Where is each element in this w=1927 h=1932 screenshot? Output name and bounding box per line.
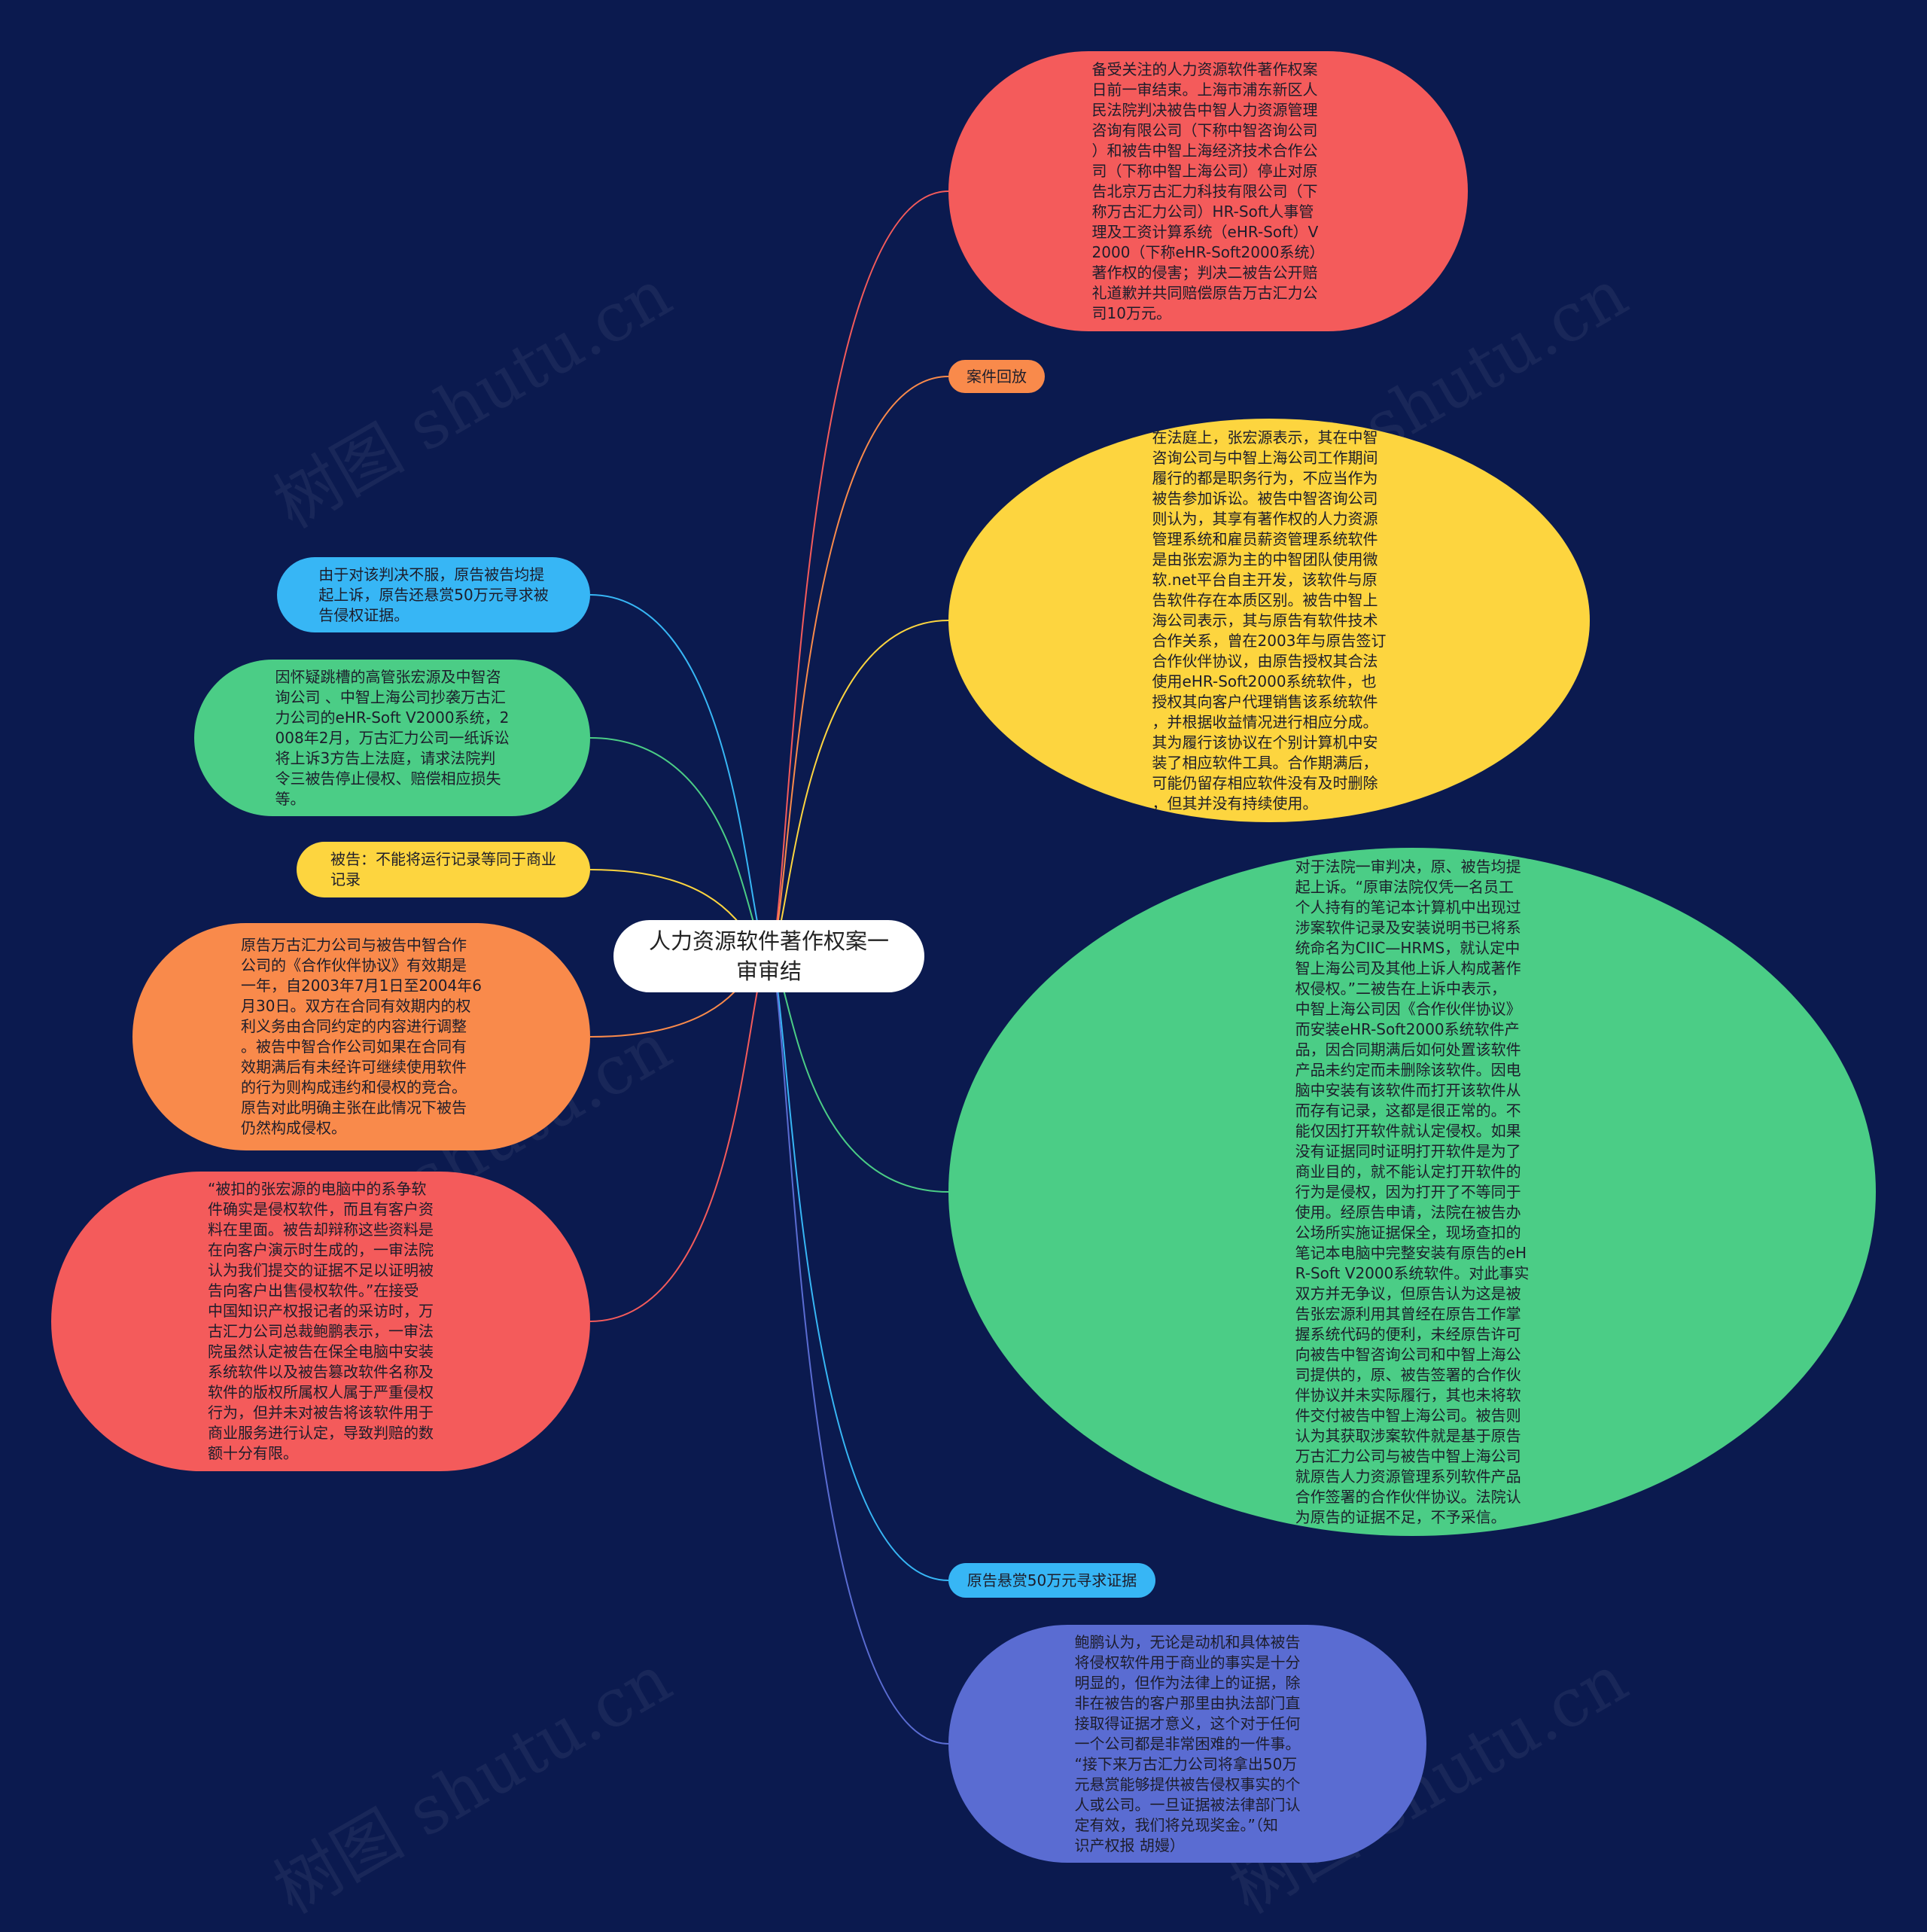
connector-line	[768, 190, 949, 957]
topic-text: 原告悬赏50万元寻求证据	[967, 1571, 1137, 1589]
connector-line	[769, 620, 949, 957]
topic-partnership-agreement[interactable]: 原告万古汇力公司与被告中智合作 公司的《合作伙伴协议》有效期是 一年，自2003…	[132, 923, 590, 1150]
topic-text: 备受关注的人力资源软件著作权案 日前一审结束。上海市浦东新区人 民法院判决被告中…	[1091, 59, 1325, 322]
topic-text: 在法庭上，张宏源表示，其在中智 咨询公司与中智上海公司工作期间 履行的都是职务行…	[1152, 428, 1387, 812]
topic-baopeng-statement[interactable]: 鲍鹏认为，无论是动机和具体被告 将侵权软件用于商业的事实是十分 明显的，但作为法…	[948, 1625, 1426, 1863]
topic-text: 被告：不能将运行记录等同于商业 记录	[330, 850, 556, 888]
topic-text: 因怀疑跳槽的高管张宏源及中智咨 询公司 、中智上海公司抄袭万古汇 力公司的eHR…	[275, 667, 510, 808]
connector-line	[768, 955, 949, 1581]
connector-line	[589, 594, 769, 957]
topic-court-defense[interactable]: 在法庭上，张宏源表示，其在中智 咨询公司与中智上海公司工作期间 履行的都是职务行…	[948, 419, 1590, 822]
root-topic-label: 人力资源软件著作权案一 审审结	[648, 928, 889, 984]
topic-text: 对于法院一审判决，原、被告均提 起上诉。“原审法院仅凭一名员工 个人持有的笔记本…	[1295, 857, 1530, 1526]
root-topic[interactable]: 人力资源软件著作权案一 审审结	[613, 920, 924, 992]
topic-case-review[interactable]: 案件回放	[948, 360, 1045, 393]
connector-line	[768, 376, 949, 957]
topic-text: 鲍鹏认为，无论是动机和具体被告 将侵权软件用于商业的事实是十分 明显的，但作为法…	[1074, 1632, 1301, 1854]
topic-text: 原告万古汇力公司与被告中智合作 公司的《合作伙伴协议》有效期是 一年，自2003…	[241, 936, 482, 1137]
topic-appeal-reward[interactable]: 由于对该判决不服，原告被告均提 起上诉，原告还悬赏50万元寻求被 告侵权证据。	[277, 557, 590, 632]
topic-lawsuit-filed[interactable]: 因怀疑跳槽的高管张宏源及中智咨 询公司 、中智上海公司抄袭万古汇 力公司的eHR…	[194, 660, 590, 816]
connector-line	[768, 955, 949, 1745]
topic-appeal-arguments[interactable]: 对于法院一审判决，原、被告均提 起上诉。“原审法院仅凭一名员工 个人持有的笔记本…	[948, 848, 1876, 1536]
topic-text: “被扣的张宏源的电脑中的系争软 件确实是侵权软件，而且有客户资 料在里面。被告却…	[208, 1180, 434, 1462]
topic-verdict-summary[interactable]: 备受关注的人力资源软件著作权案 日前一审结束。上海市浦东新区人 民法院判决被告中…	[948, 51, 1468, 331]
topic-plaintiff-interview[interactable]: “被扣的张宏源的电脑中的系争软 件确实是侵权软件，而且有客户资 料在里面。被告却…	[51, 1172, 590, 1471]
topic-text: 案件回放	[967, 367, 1027, 385]
topic-text: 由于对该判决不服，原告被告均提 起上诉，原告还悬赏50万元寻求被 告侵权证据。	[318, 565, 549, 624]
connector-line	[589, 955, 769, 1322]
topic-reward-offer[interactable]: 原告悬赏50万元寻求证据	[948, 1563, 1155, 1598]
topic-defendant-position[interactable]: 被告：不能将运行记录等同于商业 记录	[297, 842, 590, 897]
